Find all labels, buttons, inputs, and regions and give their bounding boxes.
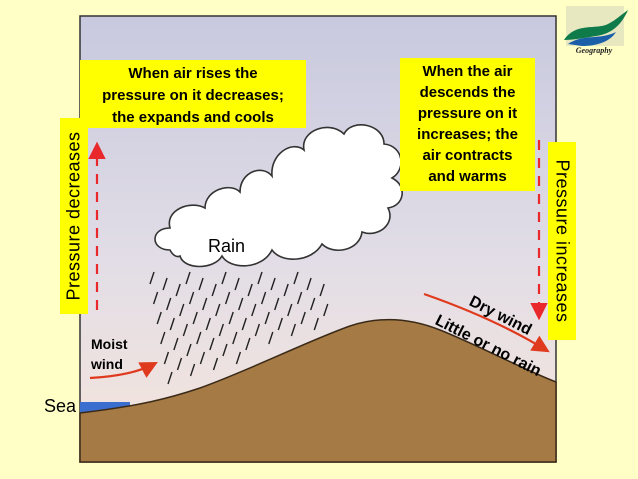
raindrop-streak [306, 277, 312, 291]
dry-wind-arrow [423, 292, 550, 353]
raindrop-streak [169, 317, 175, 331]
raindrop-streak [257, 271, 263, 285]
raindrop-streak [156, 311, 162, 325]
moist-wind-label: Moist wind [91, 334, 128, 374]
raindrop-streak [290, 323, 297, 337]
raindrop-streak [152, 291, 159, 305]
raindrop-streak [218, 323, 225, 337]
raindrop-streak [232, 331, 238, 345]
raindrop-streak [313, 317, 319, 331]
note-line: descends the [419, 84, 516, 101]
moist-wind-arrow [89, 361, 158, 380]
raindrop-streak [149, 271, 155, 285]
raindrop-streak [319, 283, 325, 297]
raindrop-streak [245, 337, 251, 351]
pressure-increases-label: Pressure increases [552, 159, 573, 323]
rain-label: Rain [208, 236, 246, 256]
note-line: pressure on it decreases; [102, 87, 284, 104]
raindrop-streak [167, 371, 173, 385]
raindrop-streak [221, 271, 227, 285]
raindrop-streak [293, 271, 299, 285]
note-line: and warms [428, 168, 507, 185]
raindrop-streak [209, 337, 215, 351]
raindrop-streak [211, 283, 217, 297]
raindrop-streak [188, 291, 195, 305]
raindrop-streak [212, 357, 219, 371]
pressure-increases-bar: Pressure increases [548, 142, 576, 340]
raindrop-streak [287, 303, 293, 317]
raindrop-streak [215, 303, 221, 317]
mountain [79, 318, 557, 463]
raindrop-streak [224, 291, 231, 305]
raindrop-streak [235, 351, 242, 365]
note-line: increases; the [417, 126, 518, 143]
logo-swoosh-icon [564, 6, 628, 46]
moist-wind-line: Moist [91, 336, 128, 352]
raindrop-streak [189, 363, 196, 377]
raindrop-streak [205, 317, 211, 331]
logo-text: Geography [575, 46, 613, 55]
raindrop-streak [283, 283, 289, 297]
sea-label: Sea [44, 396, 77, 416]
note-line: pressure on it [417, 105, 518, 122]
raindrop-streak [241, 317, 247, 331]
raindrop-streak [270, 277, 276, 291]
raindrop-streak [166, 297, 172, 311]
raindrop-streak [296, 291, 303, 305]
raindrop-streak [323, 303, 329, 317]
raindrop-streak [300, 311, 306, 325]
raindrop-streak [179, 303, 185, 317]
raindrop-streak [160, 331, 166, 345]
rising-air-note: When air rises the pressure on it decrea… [80, 60, 306, 128]
raindrop-streak [277, 317, 283, 331]
raindrop-streak [247, 283, 253, 297]
raindrop-streak [185, 271, 191, 285]
raindrop-streak [173, 337, 179, 351]
raindrop-streak [274, 297, 280, 311]
raindrop-streak [163, 351, 170, 365]
raindrop-streak [260, 291, 267, 305]
geography-logo: Geography [556, 4, 632, 62]
raindrop-streak [202, 297, 208, 311]
raindrop-streak [251, 303, 257, 317]
raindrop-streak [310, 297, 316, 311]
note-line: the expands and cools [112, 109, 274, 126]
raindrop-streak [264, 311, 270, 325]
raindrop-streak [228, 311, 234, 325]
raindrop-streak [162, 277, 168, 291]
raindrop-streak [254, 323, 261, 337]
note-line: When air rises the [128, 65, 258, 82]
note-line: When the air [422, 63, 513, 80]
raindrop-streak [222, 343, 228, 357]
raindrop-streak [199, 351, 206, 365]
raindrop-streak [196, 331, 202, 345]
rain-streaks [149, 271, 329, 385]
pressure-decreases-bar: Pressure decreases [60, 118, 88, 314]
raindrop-streak [186, 343, 192, 357]
raindrop-streak [192, 311, 198, 325]
descending-air-note: When the air descends the pressure on it… [400, 58, 535, 191]
pressure-decreases-label: Pressure decreases [63, 131, 84, 301]
raindrop-streak [175, 283, 181, 297]
raindrop-streak [176, 357, 183, 371]
raindrop-streak [198, 277, 204, 291]
raindrop-streak [238, 297, 244, 311]
raindrop-streak [182, 323, 189, 337]
note-line: air contracts [422, 147, 513, 164]
moist-wind-line: wind [91, 356, 123, 372]
raindrop-streak [268, 331, 274, 345]
raindrop-streak [234, 277, 240, 291]
